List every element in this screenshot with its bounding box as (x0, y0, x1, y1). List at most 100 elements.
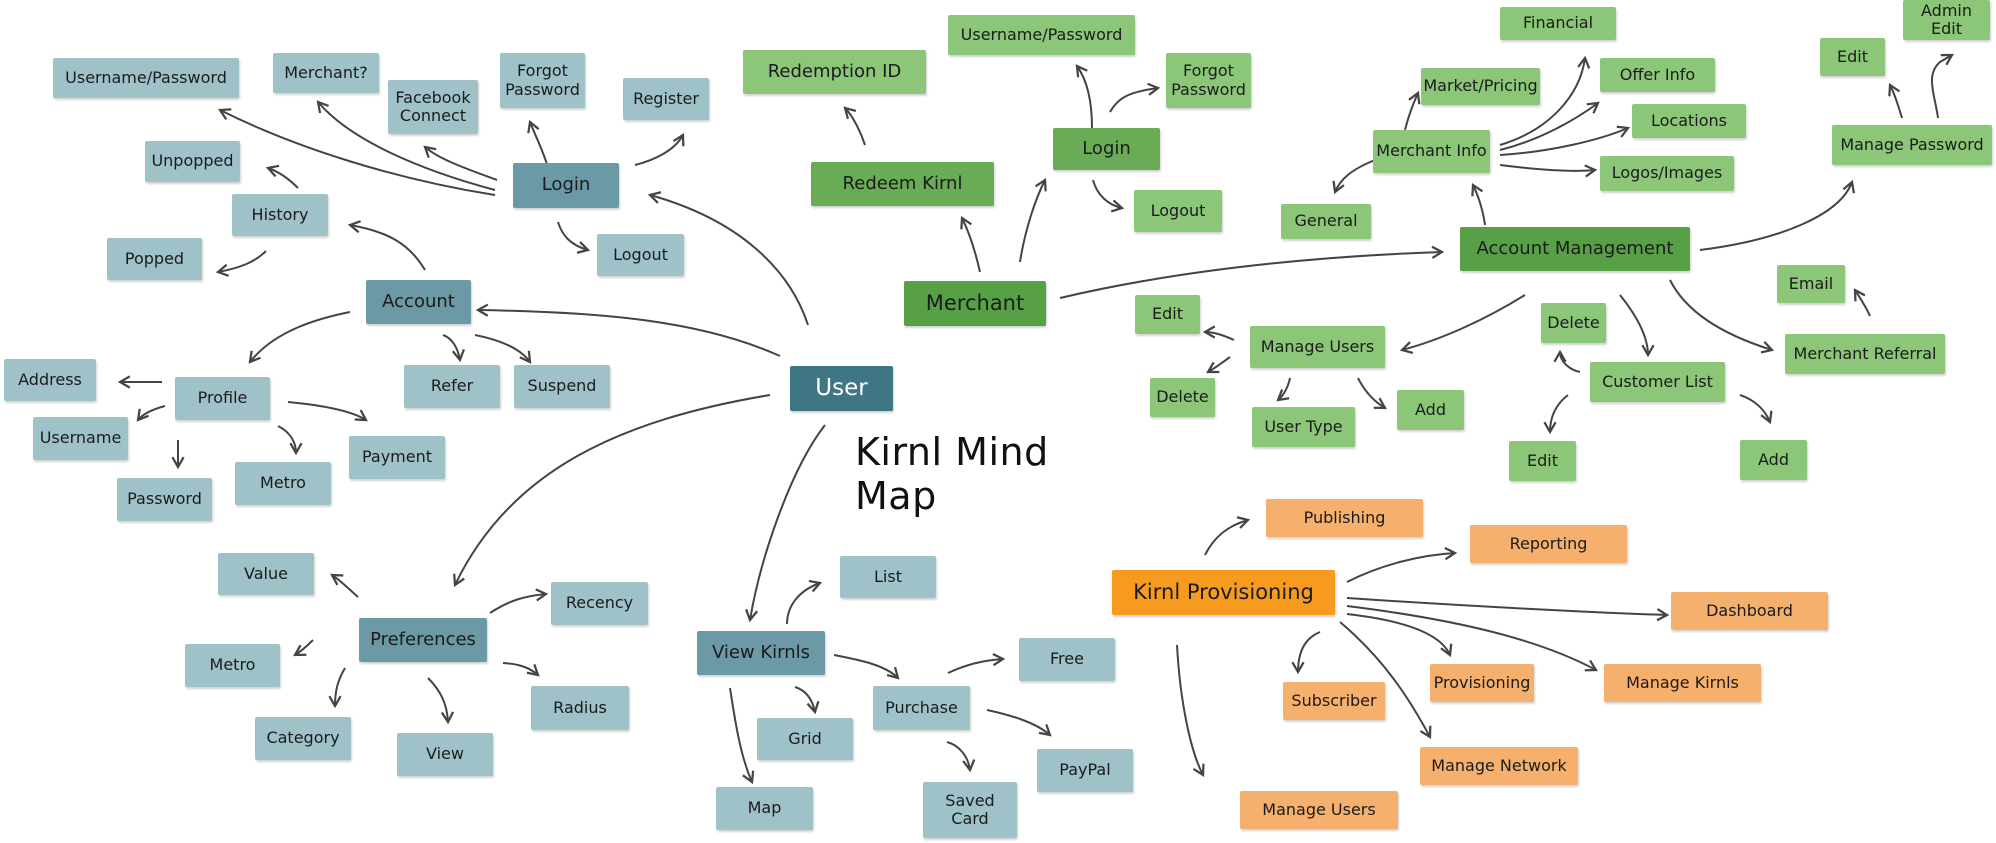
arrow (1543, 394, 1569, 435)
customer-list-node[interactable]: Customer List (1590, 362, 1725, 402)
password-edit-node[interactable]: Edit (1820, 38, 1885, 76)
arrow (248, 311, 351, 364)
arrow (1399, 294, 1526, 355)
account-node[interactable]: Account (366, 280, 471, 324)
preferences-metro-node[interactable]: Metro (185, 644, 280, 687)
user-forgot-password-node[interactable]: Forgot Password (500, 53, 585, 108)
refer-node[interactable]: Refer (404, 365, 500, 408)
category-node[interactable]: Category (255, 717, 351, 760)
merchant-question-node[interactable]: Merchant? (273, 53, 379, 93)
manage-kirnls-node[interactable]: Manage Kirnls (1604, 664, 1761, 702)
redemption-id-node[interactable]: Redemption ID (743, 50, 926, 94)
user-login-username-password-node[interactable]: Username/Password (53, 58, 239, 98)
arrow (277, 425, 303, 456)
user-type-node[interactable]: User Type (1252, 407, 1355, 447)
unpopped-node[interactable]: Unpopped (145, 141, 240, 182)
merchant-login-node[interactable]: Login (1053, 128, 1160, 170)
arrow (1499, 125, 1631, 156)
user-logout-node[interactable]: Logout (597, 234, 684, 276)
map-node[interactable]: Map (716, 787, 813, 830)
arrow (427, 677, 455, 725)
view-node[interactable]: View (397, 733, 493, 776)
user-node[interactable]: User (790, 366, 893, 411)
arrow (330, 573, 359, 598)
manage-password-node[interactable]: Manage Password (1832, 125, 1992, 165)
general-node[interactable]: General (1281, 204, 1371, 239)
manage-users-delete-node[interactable]: Delete (1150, 378, 1215, 417)
reporting-node[interactable]: Reporting (1470, 525, 1627, 563)
profile-metro-node[interactable]: Metro (235, 462, 331, 505)
customer-list-add-node[interactable]: Add (1740, 440, 1807, 480)
arrow (794, 686, 820, 715)
customer-list-delete-node[interactable]: Delete (1541, 303, 1606, 343)
arrow (1739, 394, 1773, 425)
history-node[interactable]: History (232, 194, 328, 236)
register-node[interactable]: Register (623, 78, 709, 120)
locations-node[interactable]: Locations (1632, 104, 1746, 138)
publishing-node[interactable]: Publishing (1266, 499, 1423, 537)
merchant-forgot-password-node[interactable]: Forgot Password (1166, 53, 1251, 108)
email-node[interactable]: Email (1777, 265, 1845, 303)
arrow (1619, 294, 1655, 358)
manage-users-add-node[interactable]: Add (1397, 390, 1464, 430)
facebook-connect-node[interactable]: Facebook Connect (388, 80, 478, 134)
arrow (786, 579, 823, 625)
market-pricing-node[interactable]: Market/Pricing (1421, 68, 1540, 105)
suspend-node[interactable]: Suspend (514, 365, 610, 408)
account-management-node[interactable]: Account Management (1460, 227, 1690, 271)
grid-node[interactable]: Grid (757, 718, 853, 760)
preferences-node[interactable]: Preferences (359, 618, 487, 662)
offer-info-node[interactable]: Offer Info (1600, 58, 1715, 92)
merchant-referral-node[interactable]: Merchant Referral (1785, 334, 1945, 374)
radius-node[interactable]: Radius (531, 686, 629, 730)
customer-list-edit-node[interactable]: Edit (1509, 441, 1576, 481)
purchase-node[interactable]: Purchase (873, 686, 970, 730)
arrow (347, 220, 426, 271)
list-node[interactable]: List (840, 556, 936, 598)
arrow (442, 334, 465, 363)
page-title: Kirnl Mind Map (855, 430, 1049, 518)
arrow (1092, 179, 1125, 213)
arrow (1176, 644, 1205, 778)
logos-images-node[interactable]: Logos/Images (1600, 156, 1734, 191)
arrow (1346, 546, 1458, 583)
password-node[interactable]: Password (117, 478, 212, 521)
arrow (527, 119, 549, 169)
arrow (1471, 182, 1486, 226)
address-node[interactable]: Address (4, 359, 96, 401)
merchant-logout-node[interactable]: Logout (1134, 190, 1222, 232)
arrow (1332, 159, 1376, 195)
merchant-info-node[interactable]: Merchant Info (1373, 130, 1490, 173)
value-node[interactable]: Value (218, 553, 314, 595)
arrow (136, 405, 166, 422)
provisioning-manage-users-node[interactable]: Manage Users (1240, 791, 1398, 829)
manage-users-edit-node[interactable]: Edit (1135, 295, 1200, 334)
redeem-kirnl-node[interactable]: Redeem Kirnl (811, 162, 994, 206)
merchant-node[interactable]: Merchant (904, 281, 1046, 326)
subscriber-node[interactable]: Subscriber (1283, 682, 1385, 720)
popped-node[interactable]: Popped (107, 238, 202, 280)
payment-node[interactable]: Payment (349, 436, 445, 479)
arrow (634, 133, 685, 166)
admin-edit-node[interactable]: Admin Edit (1903, 0, 1990, 40)
dashboard-node[interactable]: Dashboard (1671, 592, 1828, 630)
username-node[interactable]: Username (33, 417, 128, 460)
merchant-manage-users-node[interactable]: Manage Users (1250, 326, 1385, 368)
user-login-node[interactable]: Login (513, 163, 619, 208)
arrow (1669, 279, 1775, 354)
saved-card-node[interactable]: Saved Card (923, 782, 1017, 838)
arrow (453, 394, 771, 588)
profile-node[interactable]: Profile (175, 377, 270, 420)
merchant-username-password-node[interactable]: Username/Password (948, 15, 1135, 55)
view-kirnls-node[interactable]: View Kirnls (697, 631, 825, 675)
arrow (1075, 64, 1093, 129)
arrow (833, 654, 900, 680)
free-node[interactable]: Free (1019, 638, 1115, 681)
financial-node[interactable]: Financial (1500, 7, 1616, 40)
recency-node[interactable]: Recency (551, 582, 648, 625)
provisioning-node[interactable]: Provisioning (1430, 664, 1534, 702)
paypal-node[interactable]: PayPal (1037, 749, 1133, 792)
kirnl-provisioning-node[interactable]: Kirnl Provisioning (1112, 570, 1335, 615)
manage-network-node[interactable]: Manage Network (1420, 747, 1578, 785)
arrow (474, 334, 532, 364)
